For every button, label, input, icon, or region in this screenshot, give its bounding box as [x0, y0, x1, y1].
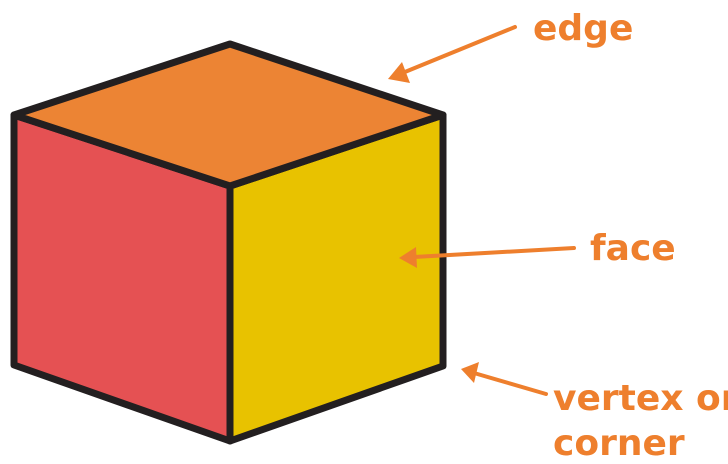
face-label: face: [590, 228, 676, 269]
vertex-arrow: [461, 362, 546, 394]
vertex-label-line1: vertex or: [553, 378, 728, 419]
vertex-arrowhead: [461, 362, 479, 383]
edge-label: edge: [533, 8, 633, 49]
edge-arrow: [388, 27, 515, 83]
vertex-label-line2: corner: [553, 423, 685, 464]
